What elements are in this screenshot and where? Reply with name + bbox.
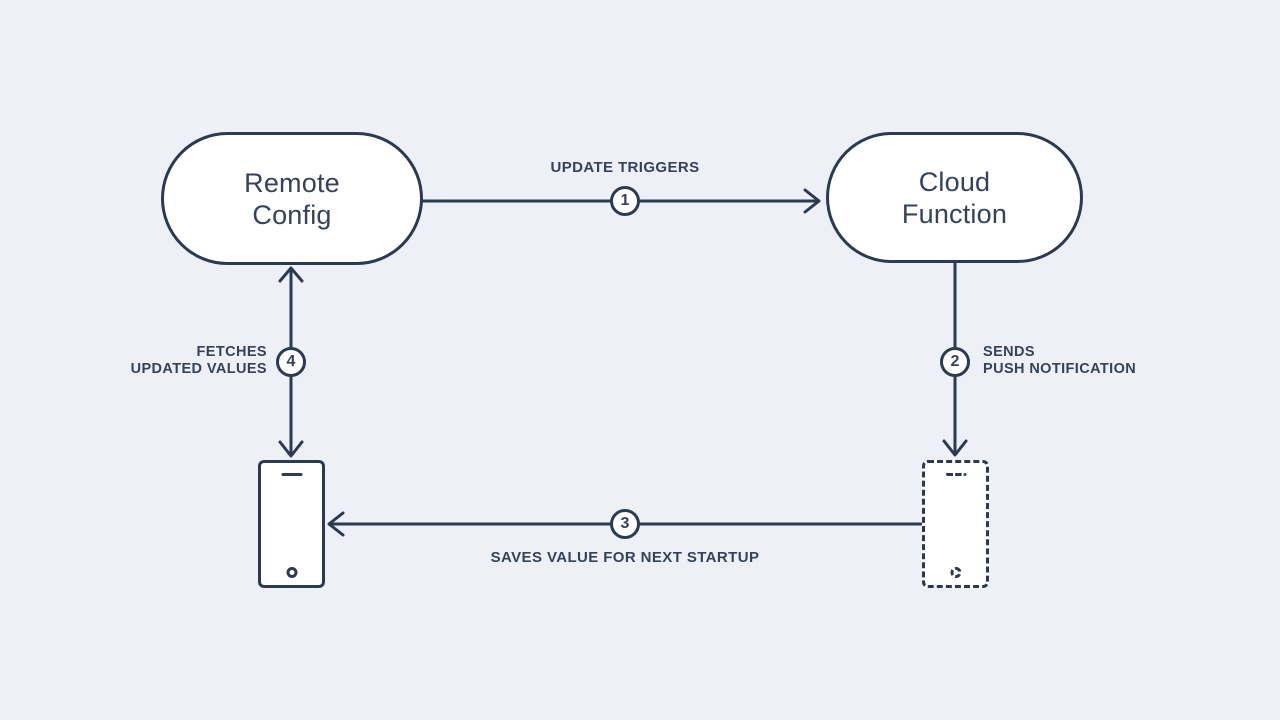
step-badge-1: 1 [610, 186, 640, 216]
edge-4-arrowhead-up [278, 266, 304, 283]
edge-label-saves-value: SAVES VALUE FOR NEXT STARTUP [491, 549, 760, 566]
phone-speaker-line [281, 473, 302, 476]
phone-dashed-icon [922, 460, 989, 588]
node-cloud-function-label: Cloud Function [901, 166, 1008, 229]
phone-home-button [286, 567, 297, 578]
edge-label-update-triggers: UPDATE TRIGGERS [550, 159, 699, 176]
edge-label-sends-push-notification: SENDS PUSH NOTIFICATION [983, 344, 1136, 378]
edge-label-line: UPDATE TRIGGERS [550, 159, 700, 176]
node-remote-config: Remote Config [161, 132, 423, 265]
step-number: 4 [286, 353, 296, 370]
edge-label-line: SENDS [983, 344, 1035, 360]
edge-label-line: FETCHES [196, 344, 267, 360]
step-number: 3 [620, 515, 630, 532]
step-number: 1 [620, 192, 630, 209]
step-number: 2 [950, 353, 960, 370]
edge-2-arrowhead [942, 439, 968, 457]
edge-4-arrowhead-down [278, 440, 304, 458]
edge-label-line: PUSH NOTIFICATION [983, 361, 1137, 377]
step-badge-2: 2 [940, 347, 970, 377]
node-remote-config-label: Remote Config [244, 167, 340, 230]
phone-home-button [950, 567, 961, 578]
edge-label-fetches-updated-values: FETCHES UPDATED VALUES [131, 344, 267, 378]
phone-speaker-line [945, 473, 966, 476]
edge-label-line: SAVES VALUE FOR NEXT STARTUP [490, 549, 760, 566]
phone-solid-icon [258, 460, 325, 588]
node-cloud-function: Cloud Function [826, 132, 1083, 263]
edge-label-line: UPDATED VALUES [130, 361, 267, 377]
step-badge-3: 3 [610, 509, 640, 539]
edge-3-arrowhead [327, 511, 345, 537]
step-badge-4: 4 [276, 347, 306, 377]
edge-1-arrowhead [803, 188, 821, 214]
